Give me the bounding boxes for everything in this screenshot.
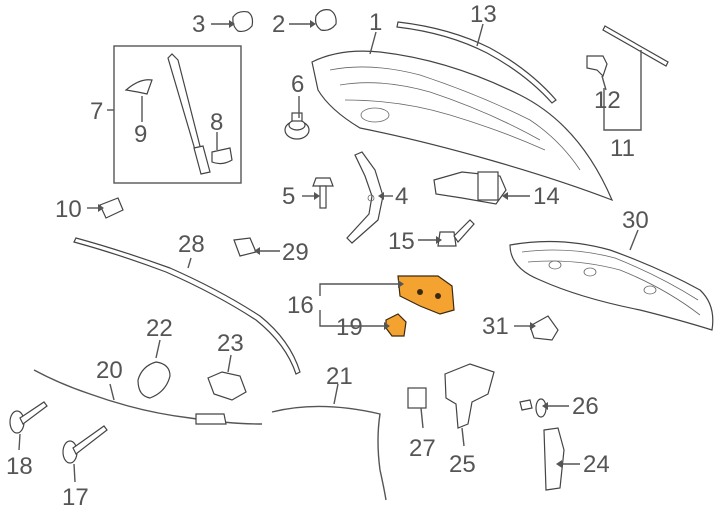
part-23-handle[interactable]	[207, 371, 247, 401]
part-25-bracket[interactable]	[444, 363, 495, 429]
callout-23[interactable]: 23	[217, 330, 244, 357]
callout-16[interactable]: 16	[287, 292, 314, 319]
part-24-bracket[interactable]	[543, 427, 565, 491]
part-12-bracket[interactable]	[586, 55, 608, 78]
part-8-bracket[interactable]	[211, 147, 233, 165]
part-29-bumper[interactable]	[233, 237, 257, 257]
callout-1[interactable]: 1	[369, 9, 382, 36]
part-18-pin[interactable]	[9, 401, 48, 434]
callout-24[interactable]: 24	[583, 451, 610, 478]
callout-31[interactable]: 31	[482, 313, 509, 340]
part-20-cable[interactable]	[33, 369, 263, 425]
callout-10[interactable]: 10	[55, 196, 82, 223]
part-13-weatherstrip[interactable]	[396, 21, 557, 104]
part-2-bumper[interactable]	[314, 9, 337, 31]
part-1-hood[interactable]	[311, 50, 614, 202]
part-16-latch[interactable]	[397, 275, 455, 315]
part-5-bolt[interactable]	[312, 177, 334, 209]
part-7-strut-kit-box[interactable]	[113, 45, 242, 184]
callout-11[interactable]: 11	[610, 135, 635, 162]
callout-6[interactable]: 6	[291, 71, 304, 98]
callout-labels: 1 2 3 4 5 6 7 8 9 10 11 12 13 14 15 16 1…	[6, 1, 649, 511]
part-9-bracket[interactable]	[124, 79, 153, 95]
part-30-insulator[interactable]	[509, 240, 714, 331]
callout-8[interactable]: 8	[210, 109, 223, 136]
part-31-pad[interactable]	[529, 315, 559, 341]
callout-9[interactable]: 9	[134, 121, 147, 148]
callout-12[interactable]: 12	[594, 87, 621, 114]
part-21-cable[interactable]	[271, 405, 387, 501]
callout-4[interactable]: 4	[395, 183, 408, 210]
part-14-hinge-bracket[interactable]	[433, 171, 507, 205]
callout-14[interactable]: 14	[533, 183, 560, 210]
callout-13[interactable]: 13	[470, 1, 497, 28]
callout-17[interactable]: 17	[62, 484, 89, 511]
part-11-seal-strip[interactable]	[602, 25, 669, 67]
callout-22[interactable]: 22	[146, 315, 173, 342]
callout-29[interactable]: 29	[282, 239, 309, 266]
part-15-bolt[interactable]	[437, 219, 475, 247]
part-28-prop-rod[interactable]	[73, 237, 301, 375]
callout-20[interactable]: 20	[96, 357, 123, 384]
part-27-clip[interactable]	[407, 387, 427, 409]
callout-19[interactable]: 19	[336, 314, 363, 341]
callout-3[interactable]: 3	[192, 11, 205, 38]
part-6-grommet[interactable]	[284, 112, 310, 140]
callout-18[interactable]: 18	[6, 453, 33, 480]
part-22-cover[interactable]	[137, 361, 171, 399]
callout-28[interactable]: 28	[178, 231, 205, 258]
part-10-clip[interactable]	[99, 197, 124, 219]
callout-2[interactable]: 2	[272, 11, 285, 38]
callout-5[interactable]: 5	[282, 183, 295, 210]
callout-15[interactable]: 15	[388, 228, 415, 255]
callout-27[interactable]: 27	[409, 435, 436, 462]
part-17-pin[interactable]	[62, 425, 108, 464]
part-26-bolt[interactable]	[519, 398, 547, 418]
leader-lines	[18, 23, 642, 483]
part-4-hinge[interactable]	[346, 151, 384, 244]
callout-26[interactable]: 26	[572, 393, 599, 420]
part-3-bumper[interactable]	[232, 10, 254, 33]
arrowheads	[98, 20, 562, 468]
callout-7[interactable]: 7	[90, 98, 103, 125]
callout-21[interactable]: 21	[326, 363, 353, 390]
callout-25[interactable]: 25	[449, 451, 476, 478]
callout-30[interactable]: 30	[622, 207, 649, 234]
part-19-latch-cover[interactable]	[385, 313, 407, 337]
